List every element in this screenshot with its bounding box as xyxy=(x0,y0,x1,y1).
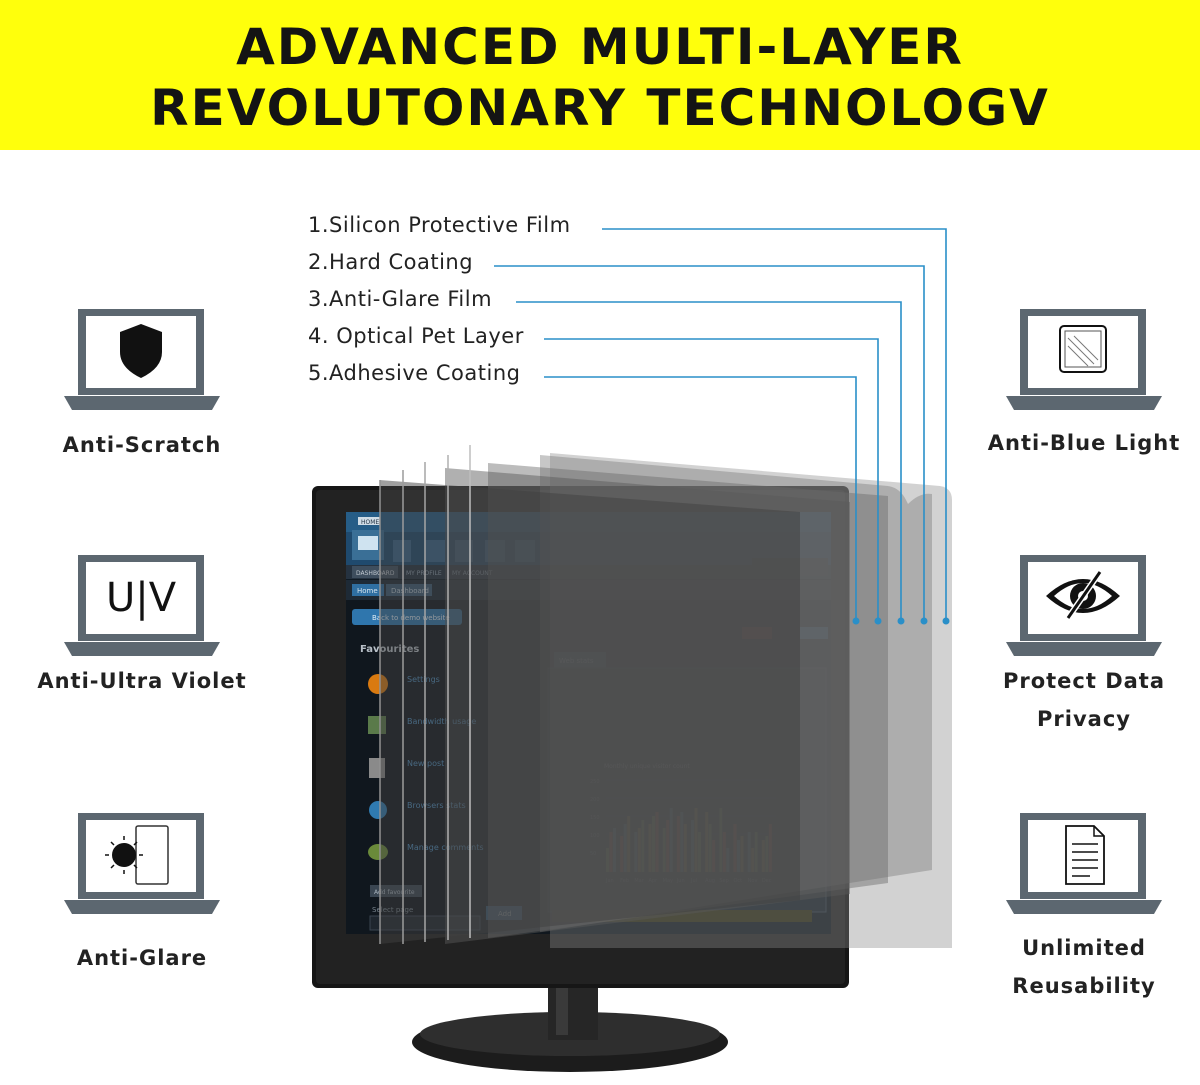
layer-label-5: 5.Adhesive Coating xyxy=(308,361,521,385)
laptop-document-icon xyxy=(1006,813,1162,914)
shield-icon xyxy=(120,324,162,378)
layer-label-4: 4. Optical Pet Layer xyxy=(308,324,524,348)
feature-unlimited-reusability: Unlimited Reusability xyxy=(934,929,1200,1005)
banner-title-line-1: ADVANCED MULTI-LAYER xyxy=(236,18,964,76)
layer-leader-lines xyxy=(494,228,947,620)
leader-line-2 xyxy=(494,265,925,620)
laptop-shield-icon xyxy=(64,309,220,410)
eye-slash-icon xyxy=(1046,570,1120,620)
document-icon xyxy=(1065,825,1105,885)
uv-icon: U|V xyxy=(106,575,177,621)
svg-text:U|V: U|V xyxy=(106,575,177,621)
screen-home-tab: HOME xyxy=(361,519,379,526)
laptop-uv-icon: U|V xyxy=(64,555,220,656)
screen-breadcrumb-home: Home xyxy=(357,587,378,595)
laptop-glass-pane-icon xyxy=(1006,309,1162,410)
laptop-eye-slash-icon xyxy=(1006,555,1162,656)
laptop-sun-icon xyxy=(64,813,220,914)
feature-reuse-line-2: Reusability xyxy=(1012,974,1156,998)
sun-icon xyxy=(105,836,143,874)
layer-label-3: 3.Anti-Glare Film xyxy=(308,287,493,311)
glass-pane-icon xyxy=(1059,325,1107,373)
feature-protect-line-1: Protect Data xyxy=(1002,669,1166,693)
feature-anti-ultra-violet: Anti-Ultra Violet xyxy=(37,669,247,693)
layer-label-1: 1.Silicon Protective Film xyxy=(308,213,571,237)
title-banner: ADVANCED MULTI-LAYER REVOLUTONARY TECHNO… xyxy=(0,0,1200,150)
banner-title-line-2: REVOLUTONARY TECHNOLOGV xyxy=(150,79,1050,137)
feature-protect-line-2: Privacy xyxy=(1037,707,1131,731)
feature-protect-data-privacy: Protect Data Privacy xyxy=(934,662,1200,738)
leader-line-3 xyxy=(516,301,902,620)
layer-label-2: 2.Hard Coating xyxy=(308,250,474,274)
leader-line-4 xyxy=(544,338,879,620)
leader-line-1 xyxy=(602,228,947,620)
feature-anti-scratch: Anti-Scratch xyxy=(62,433,222,457)
filter-layers xyxy=(379,445,952,948)
feature-reuse-line-1: Unlimited xyxy=(1022,936,1146,960)
leader-dots xyxy=(852,617,950,625)
feature-anti-glare: Anti-Glare xyxy=(76,946,208,970)
leader-line-5 xyxy=(544,376,857,620)
screen-tab-dashboard: DASHBOARD xyxy=(356,570,395,577)
feature-anti-blue-light: Anti-Blue Light xyxy=(987,431,1181,455)
